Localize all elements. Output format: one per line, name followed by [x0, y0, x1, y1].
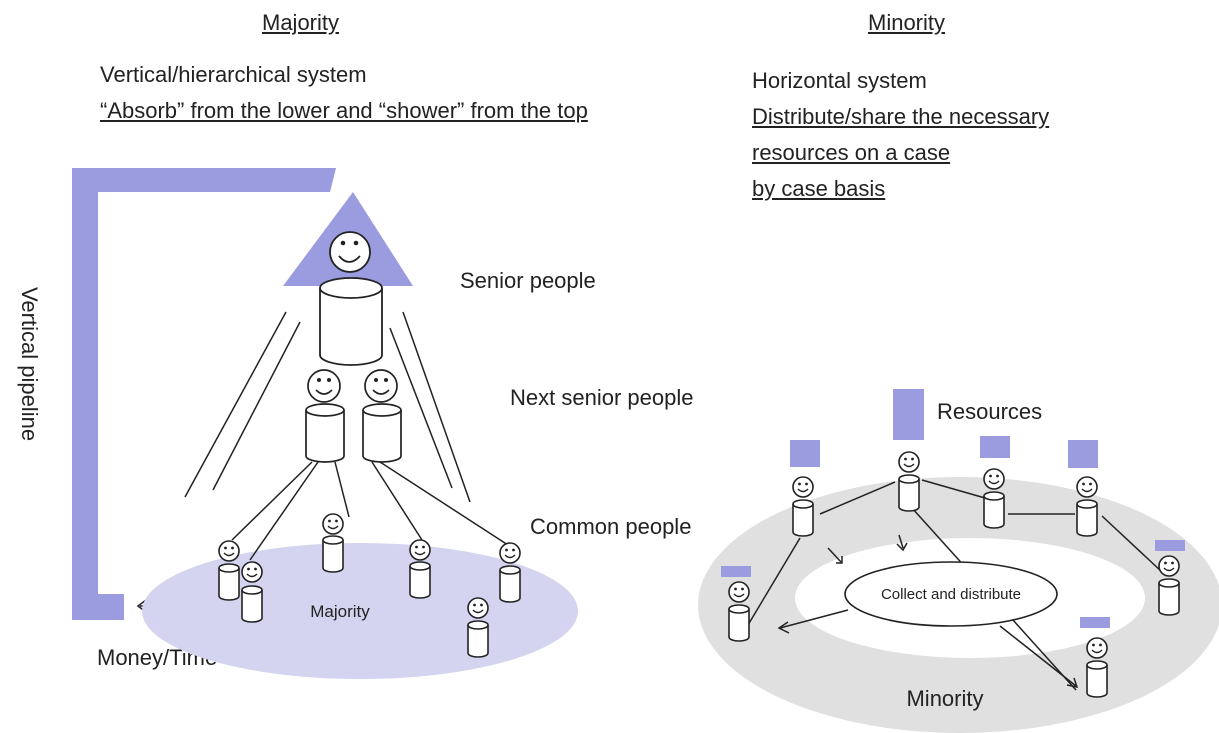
level-senior-label: Senior people — [460, 268, 596, 293]
minority-person — [728, 581, 750, 642]
resources-label: Resources — [937, 399, 1043, 424]
hierarchy-lines — [231, 461, 509, 561]
majority-system-label: Vertical/hierarchical system — [100, 62, 367, 87]
common-person — [409, 539, 431, 599]
minority-group-label: Minority — [906, 686, 983, 711]
minority-person — [1086, 637, 1108, 698]
majority-group-label: Majority — [310, 602, 370, 621]
collect-distribute-hub — [844, 561, 1058, 627]
hub-label: Collect and distribute — [881, 586, 1021, 603]
minority-share-line-3: by case basis — [752, 176, 886, 201]
common-person — [499, 542, 521, 603]
minority-person — [792, 476, 814, 537]
majority-header: Majority — [262, 10, 340, 35]
vertical-pipeline — [72, 168, 336, 620]
next-senior-person-left — [305, 369, 345, 463]
shower-lines — [184, 311, 471, 503]
senior-person — [319, 231, 383, 366]
arrow-icon — [777, 534, 1079, 688]
minority-person — [1076, 476, 1098, 537]
level-next-senior-label: Next senior people — [510, 385, 694, 410]
vertical-pipeline-label: Vertical pipeline — [17, 287, 42, 441]
common-person — [218, 540, 240, 601]
minority-share-line-2: resources on a case — [752, 140, 951, 165]
minority-person — [898, 451, 920, 512]
level-common-label: Common people — [530, 514, 692, 539]
resource-block-icon — [721, 389, 1185, 628]
common-person — [467, 597, 489, 658]
majority-flow-label: “Absorb” from the lower and “shower” fro… — [100, 98, 588, 123]
common-person — [322, 513, 344, 573]
next-senior-person-right — [362, 369, 402, 463]
common-person — [241, 561, 263, 623]
minority-header: Minority — [868, 10, 946, 35]
minority-share-line-1: Distribute/share the necessary — [752, 104, 1050, 129]
minority-person — [983, 468, 1005, 529]
minority-person — [1158, 555, 1180, 616]
minority-system-label: Horizontal system — [752, 68, 927, 93]
